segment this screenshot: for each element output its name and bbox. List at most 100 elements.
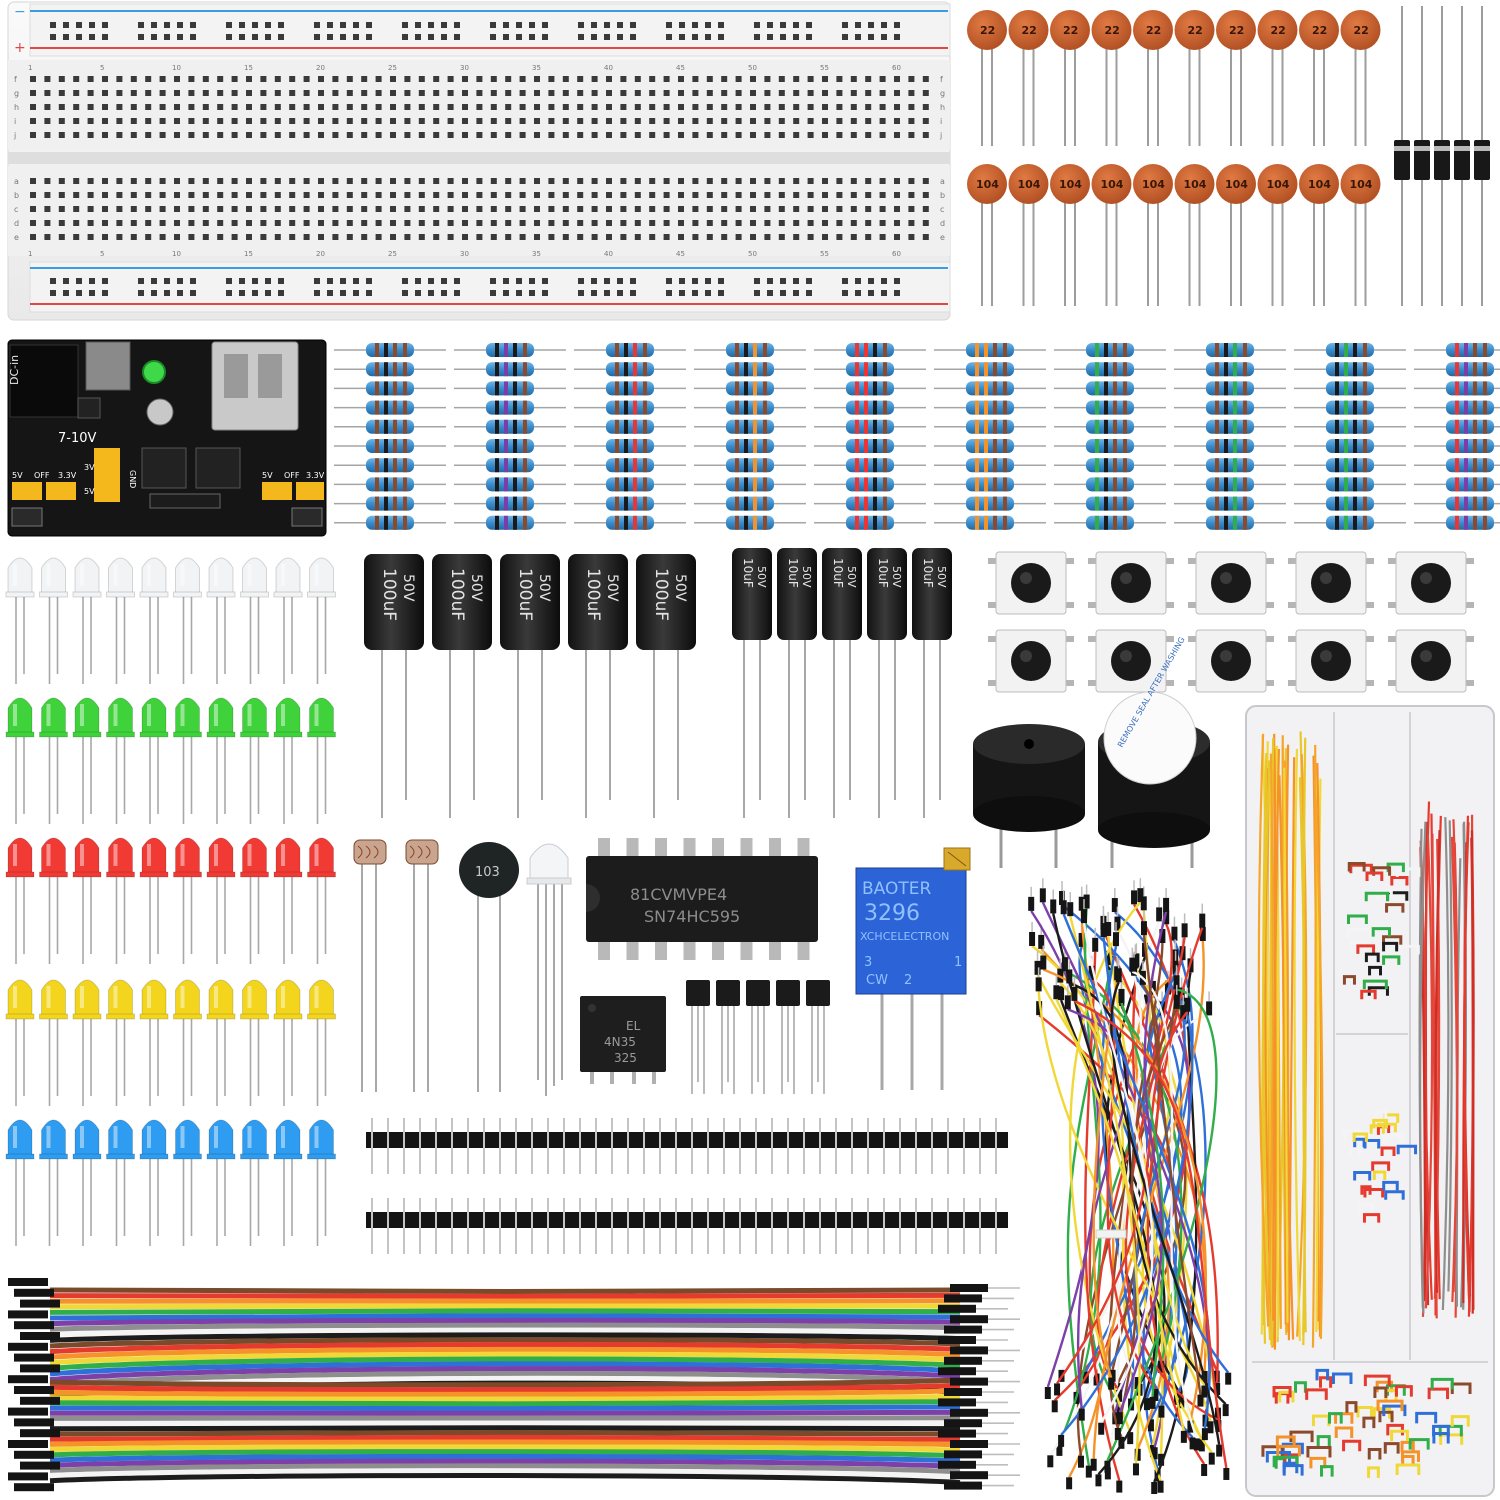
terminal-hole bbox=[375, 220, 382, 226]
led-rim bbox=[139, 731, 169, 738]
led-green bbox=[309, 697, 334, 737]
preformed-wire bbox=[1441, 817, 1450, 1311]
terminal-hole bbox=[188, 178, 195, 184]
terminal-hole bbox=[433, 192, 440, 198]
ic-pin bbox=[626, 838, 639, 858]
led-highlight bbox=[214, 1126, 218, 1148]
terminal-hole bbox=[44, 234, 51, 240]
led-highlight bbox=[247, 986, 252, 1008]
terminal-hole bbox=[620, 90, 627, 96]
ribbon-wire bbox=[49, 1382, 961, 1393]
preformed-wire bbox=[1451, 819, 1459, 1303]
ribbon-wire bbox=[49, 1439, 961, 1448]
terminal-hole bbox=[591, 132, 598, 138]
terminal-hole bbox=[562, 132, 569, 138]
terminal-hole bbox=[735, 90, 742, 96]
led-highlight bbox=[80, 1126, 84, 1148]
led-rim bbox=[139, 591, 169, 598]
terminal-hole bbox=[879, 76, 886, 82]
male-connector bbox=[938, 1398, 976, 1407]
rail-hole bbox=[617, 34, 623, 40]
resistor-band bbox=[495, 477, 499, 492]
terminal-hole bbox=[822, 192, 828, 198]
column-number: 40 bbox=[604, 64, 613, 72]
resistor-band bbox=[615, 400, 619, 415]
terminal-hole bbox=[534, 90, 540, 96]
terminal-hole bbox=[778, 178, 785, 184]
resistor-band bbox=[1104, 381, 1108, 396]
terminal-hole bbox=[894, 104, 900, 110]
led-rim bbox=[39, 871, 68, 878]
terminal-hole bbox=[318, 234, 324, 240]
resistor-band bbox=[1473, 439, 1477, 453]
terminal-hole bbox=[231, 90, 238, 96]
resistor-band bbox=[624, 400, 628, 415]
terminal-hole bbox=[706, 104, 713, 110]
terminal-hole bbox=[577, 178, 584, 184]
terminal-hole bbox=[534, 118, 540, 124]
terminal-hole bbox=[822, 178, 828, 184]
button-shine bbox=[1020, 650, 1032, 662]
terminal-hole bbox=[418, 206, 425, 212]
ceramic-capacitor-104 bbox=[1091, 164, 1132, 204]
terminal-hole bbox=[922, 76, 929, 82]
terminal-hole bbox=[850, 206, 857, 212]
terminal-hole bbox=[274, 76, 281, 82]
rail-hole bbox=[177, 22, 183, 28]
resistor-band bbox=[504, 381, 508, 396]
led-rim bbox=[39, 731, 68, 738]
female-connector bbox=[14, 1353, 54, 1362]
led-yellow bbox=[242, 979, 267, 1019]
short-wire bbox=[1342, 975, 1356, 985]
terminal-hole bbox=[706, 118, 713, 124]
resistor-band bbox=[883, 458, 887, 473]
resistor-band bbox=[1233, 400, 1237, 415]
button-cap bbox=[1011, 641, 1051, 681]
terminal-hole bbox=[490, 90, 497, 96]
ceramic-capacitor-104 bbox=[1340, 164, 1381, 204]
rail-hole bbox=[868, 34, 874, 40]
terminal-hole bbox=[534, 220, 540, 226]
jumper-connector bbox=[1180, 1430, 1187, 1443]
terminal-hole bbox=[764, 76, 771, 82]
led-rim bbox=[307, 1013, 336, 1020]
resistor-band bbox=[403, 343, 407, 357]
jumper-connector bbox=[1036, 1001, 1043, 1016]
rail-hole bbox=[428, 290, 434, 296]
terminal-hole bbox=[735, 178, 742, 184]
ic-pin bbox=[683, 940, 696, 960]
female-connector bbox=[20, 1332, 60, 1340]
rail-hole bbox=[793, 22, 799, 28]
terminal-hole bbox=[102, 104, 108, 110]
jumper-connector bbox=[1078, 1408, 1085, 1421]
resistor-band bbox=[1123, 400, 1127, 415]
row-letter: d bbox=[14, 219, 19, 228]
ic-pins bbox=[598, 838, 810, 960]
led-blue bbox=[275, 1119, 301, 1159]
resistor-band bbox=[1455, 362, 1459, 377]
power-supply-module: DC-in 7-10V 5V OFF 3.3V GND 3V 5V 5V OFF bbox=[7, 339, 327, 537]
terminal-hole bbox=[678, 234, 684, 240]
terminal-hole bbox=[879, 178, 886, 184]
terminal-hole bbox=[58, 76, 65, 82]
terminal-hole bbox=[87, 220, 94, 226]
resistor-band bbox=[384, 362, 388, 377]
button-cap bbox=[1011, 563, 1051, 603]
terminal-hole bbox=[246, 118, 252, 124]
ribbon-wire bbox=[49, 1317, 961, 1327]
ic-pin bbox=[797, 940, 810, 960]
resistor-band bbox=[393, 343, 397, 357]
row-letter: a bbox=[940, 177, 945, 186]
terminal-hole bbox=[217, 118, 224, 124]
resistor-band bbox=[393, 515, 397, 530]
short-wire bbox=[1278, 1390, 1295, 1403]
resistor-band bbox=[984, 400, 988, 415]
rail-hole bbox=[679, 34, 685, 40]
led-highlight bbox=[281, 1126, 285, 1148]
terminal-hole bbox=[534, 104, 540, 110]
terminal-hole bbox=[591, 118, 598, 124]
terminal-hole bbox=[922, 206, 929, 212]
terminal-hole bbox=[375, 76, 382, 82]
row-letter: c bbox=[940, 205, 944, 214]
resistor-band bbox=[1113, 496, 1117, 511]
